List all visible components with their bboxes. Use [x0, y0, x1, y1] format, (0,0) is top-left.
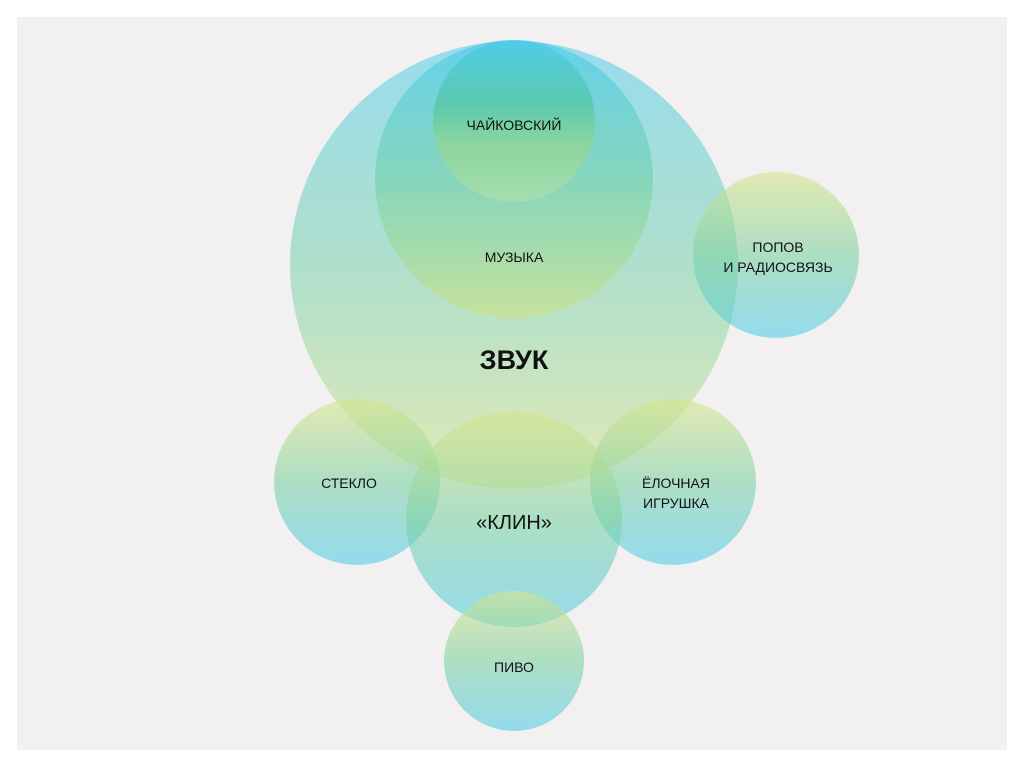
bubble-popov	[693, 172, 859, 338]
label-toy-1: ЁЛОЧНАЯ	[642, 475, 710, 491]
bubble-klin	[406, 411, 622, 627]
bubble-toy	[590, 399, 756, 565]
bubble-tchaikovsky	[433, 40, 595, 202]
label-music: МУЗЫКА	[485, 249, 544, 265]
label-popov-1: ПОПОВ	[752, 239, 803, 255]
label-klin: «КЛИН»	[476, 512, 552, 534]
label-beer: ПИВО	[494, 659, 534, 675]
label-glass: СТЕКЛО	[321, 475, 377, 491]
label-tchaikovsky: ЧАЙКОВСКИЙ	[467, 116, 562, 133]
bubble-beer	[444, 591, 584, 731]
label-popov-2: И РАДИОСВЯЗЬ	[723, 259, 832, 275]
label-sound: ЗВУК	[480, 345, 549, 375]
bubble-glass	[274, 399, 440, 565]
label-toy-2: ИГРУШКА	[643, 495, 710, 511]
